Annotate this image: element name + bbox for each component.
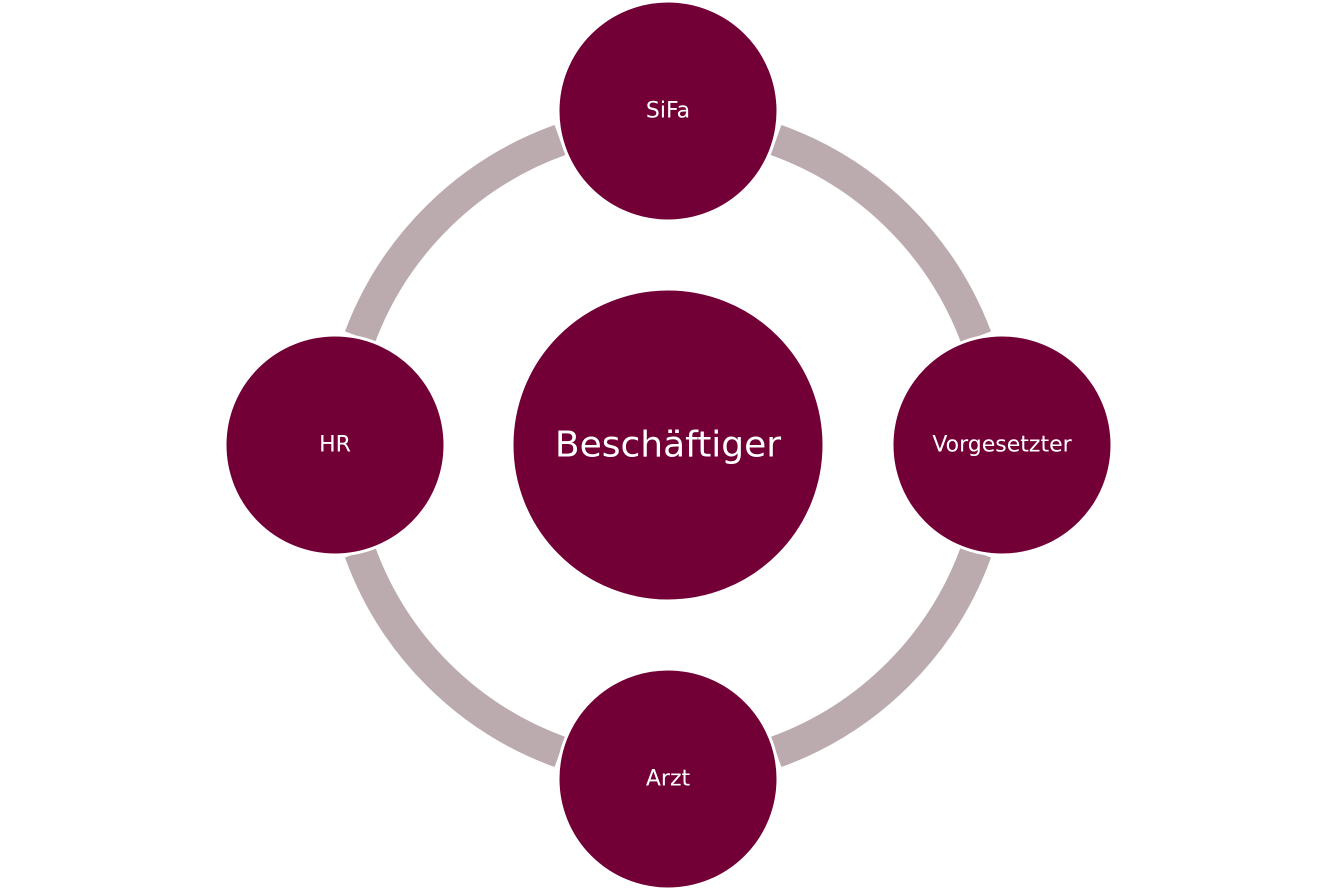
center-node: Beschäftiger: [510, 287, 826, 603]
node-hr-label: HR: [319, 433, 351, 458]
node-vorgesetzter-circle: [890, 333, 1114, 557]
connector-hr-sifa: [345, 124, 566, 343]
node-vorgesetzter-label: Vorgesetzter: [932, 433, 1072, 458]
ring-connectors: [344, 124, 992, 768]
node-arzt: Arzt: [556, 667, 780, 889]
node-sifa-circle: [556, 0, 780, 223]
node-vorgesetzter: Vorgesetzter: [890, 333, 1114, 557]
center-node-circle: [510, 287, 826, 603]
connector-arzt-hr: [344, 546, 566, 768]
node-arzt-label: Arzt: [646, 767, 691, 792]
connector-sifa-vorgesetzter: [770, 124, 991, 343]
node-sifa: SiFa: [556, 0, 780, 223]
center-node-label: Beschäftiger: [555, 425, 781, 466]
node-hr: HR: [223, 333, 447, 557]
connector-vorgesetzter-arzt: [770, 546, 992, 768]
node-hr-circle: [223, 333, 447, 557]
node-arzt-circle: [556, 667, 780, 889]
node-sifa-label: SiFa: [646, 99, 690, 124]
